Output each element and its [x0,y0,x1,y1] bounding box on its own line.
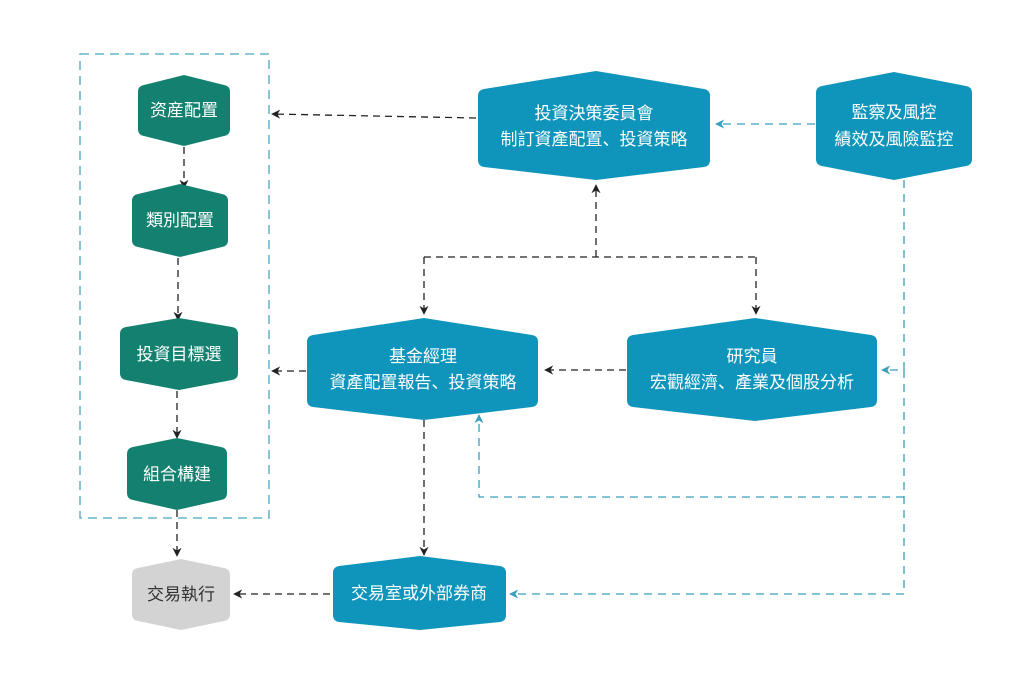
process-step-portfolio-construction[interactable]: 組合構建 [127,438,227,510]
process-group-container [79,53,270,519]
process-step-label: 類別配置 [146,211,214,231]
process-step-label: 投資目標選 [137,345,222,365]
committee-title: 投資決策委員會 [535,104,654,124]
connector-supervision-to-manager [474,414,904,498]
fund-manager-title: 基金經理 [389,347,457,367]
supervision-node[interactable]: 監察及風控 績效及風險監控 [816,72,972,180]
process-step-target-selection[interactable]: 投資目標選 [120,318,238,390]
connector-supervision-to-researcher [881,180,905,375]
process-step-category-allocation[interactable]: 類別配置 [132,184,228,257]
process-step-label: 組合構建 [143,465,211,485]
execution-label: 交易執行 [147,585,215,605]
connector-supervision-to-trading-desk [509,370,905,599]
process-step-label: 资産配置 [150,101,218,121]
researcher-node[interactable]: 研究員 宏觀經濟、產業及個股分析 [627,318,877,421]
connectors [172,109,905,599]
committee-subtitle: 制訂資產配置、投資策略 [501,130,688,150]
fund-manager-node[interactable]: 基金經理 資產配置報告、投資策略 [307,318,538,420]
trading-desk-node[interactable]: 交易室或外部券商 [333,556,506,630]
trading-desk-label: 交易室或外部券商 [351,584,487,604]
researcher-subtitle: 宏觀經濟、產業及個股分析 [650,373,854,393]
fund-manager-subtitle: 資產配置報告、投資策略 [330,373,517,393]
supervision-title: 監察及風控 [852,103,937,123]
process-step-asset-allocation[interactable]: 资産配置 [138,75,230,146]
committee-node[interactable]: 投資決策委員會 制訂資產配置、投資策略 [478,71,710,180]
supervision-subtitle: 績效及風險監控 [835,130,954,150]
researcher-title: 研究員 [727,347,778,367]
connector-committee-to-group [271,109,477,119]
execution-node[interactable]: 交易執行 [132,559,230,630]
